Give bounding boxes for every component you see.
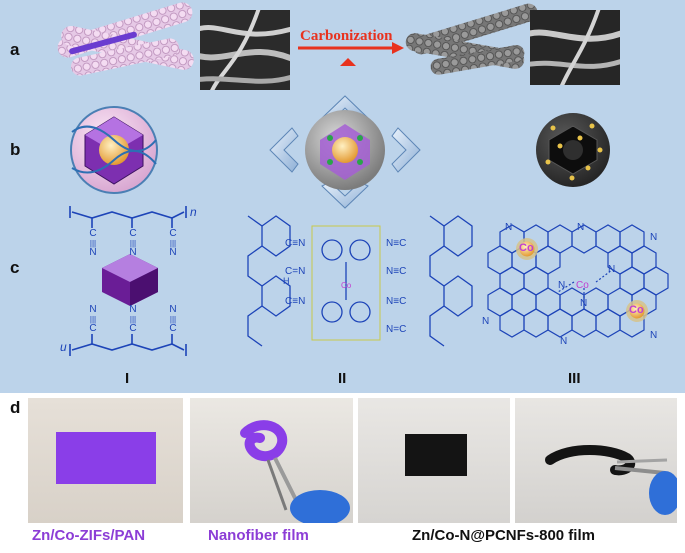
- nitrogen-atom: N: [169, 304, 177, 315]
- nitrile-link-right-3: N≡C: [386, 296, 407, 307]
- nitrogen-atom-edge-3: N: [650, 232, 658, 243]
- structure-label-I: I: [125, 370, 130, 387]
- cobalt-particle-top: [516, 238, 538, 260]
- nitrogen-atom-edge-2: N: [577, 222, 585, 233]
- nitrile-link-left-2: C≡N: [285, 296, 306, 307]
- imine-link-left: C=N: [285, 266, 306, 277]
- carbon-atom: C: [285, 296, 293, 307]
- purple-film-flat: [56, 432, 156, 484]
- pink-fiber-bundle: [57, 2, 194, 76]
- photo-nanofiber-film: [190, 398, 353, 523]
- carbon-atom: C: [399, 296, 407, 307]
- carbonized-fiber-bundle: [405, 3, 538, 75]
- nitrile-link-right-2: N≡C: [386, 266, 407, 277]
- carbon-atom: C: [129, 323, 137, 334]
- nitrogen-atom: N: [129, 247, 137, 258]
- nitrogen-atom-left: N: [558, 280, 566, 291]
- cobalt-atom-II: Co: [341, 281, 352, 290]
- nitrogen-atom: N: [129, 304, 137, 315]
- chevron-right-icon: [391, 127, 421, 173]
- carbon-atom: C: [399, 266, 407, 277]
- nitrile-link-right-1: N≡C: [386, 238, 407, 249]
- carbonization-arrowhead: [392, 42, 404, 54]
- panel-label-b: b: [10, 140, 21, 159]
- polymer-subscript-u: u: [60, 340, 67, 354]
- nitrogen-atom: N: [89, 247, 97, 258]
- cobalt-particle-label-top: Co: [519, 242, 534, 254]
- structure-II: [247, 215, 473, 347]
- cobalt-atom-III: Co: [576, 280, 589, 291]
- schematic-graphics: [57, 2, 669, 356]
- photo-carbon-film-flat: [358, 398, 510, 523]
- nitrogen-atom-edge-5: N: [560, 336, 568, 347]
- nitrile-bottom-1: N ||| C: [87, 305, 99, 334]
- nitrogen-atom-right: N: [608, 264, 616, 275]
- carbonized-sphere: [536, 113, 610, 187]
- carbon-atom: C: [285, 238, 293, 249]
- caption-nanofiber: Nanofiber film: [208, 527, 309, 544]
- carbon-atom: C: [89, 323, 97, 334]
- chevron-left-icon: [269, 127, 299, 173]
- nitrogen-atom: N: [386, 296, 394, 307]
- panel-label-d: d: [10, 398, 21, 417]
- nitrile-bottom-2: N ||| C: [127, 305, 139, 334]
- nitrogen-atom: N: [89, 304, 97, 315]
- nitrogen-atom-edge-4: N: [482, 316, 490, 327]
- zif-crystal-icon: [102, 254, 158, 306]
- carbonization-pointer: [340, 58, 356, 66]
- nitrogen-atom: N: [298, 266, 306, 277]
- carbon-atom: C: [169, 323, 177, 334]
- nitrogen-atom: N: [298, 238, 306, 249]
- carbon-atom: C: [129, 228, 137, 239]
- caption-carbon-film: Zn/Co-N@PCNFs-800 film: [412, 527, 595, 544]
- zif-pan-sphere: [70, 106, 158, 194]
- carbon-atom: C: [169, 228, 177, 239]
- nitrile-top-2: C ||| N: [127, 229, 139, 258]
- nitrogen-atom: N: [386, 238, 394, 249]
- nitrogen-atom: N: [386, 324, 394, 335]
- carbon-atom: C: [285, 266, 293, 277]
- black-film-flat: [405, 434, 467, 476]
- nitrile-bottom-3: N ||| C: [167, 305, 179, 334]
- cobalt-particle-label-bottom: Co: [629, 304, 644, 316]
- nitrogen-atom-bottom: N: [580, 298, 588, 309]
- nitrogen-atom: N: [169, 247, 177, 258]
- nitrile-top-1: C ||| N: [87, 229, 99, 258]
- nitrogen-atom-edge-6: N: [650, 330, 658, 341]
- caption-zif-pan: Zn/Co-ZIFs/PAN: [32, 527, 146, 544]
- imine-link-right: N=C: [386, 324, 407, 335]
- zif-core-sphere: [305, 110, 385, 190]
- nitrogen-atom-edge-1: N: [505, 222, 513, 233]
- sem-image-before: [200, 10, 290, 90]
- panel-label-a: a: [10, 40, 20, 59]
- carbon-atom: C: [89, 228, 97, 239]
- photo-zif-pan-film: [28, 398, 183, 523]
- polymer-subscript-n: n: [190, 205, 197, 219]
- carbon-atom: C: [399, 324, 407, 335]
- nitrile-top-3: C ||| N: [167, 229, 179, 258]
- nitrogen-atom: N: [386, 266, 394, 277]
- hydrogen-atom-left: H: [283, 276, 290, 286]
- cobalt-particle-bottom: [626, 300, 648, 322]
- structure-label-II: II: [338, 370, 347, 387]
- panel-label-c: c: [10, 258, 20, 277]
- structure-III: [487, 224, 669, 338]
- sem-image-after: [530, 10, 620, 85]
- photo-carbon-film-bent: [515, 398, 677, 523]
- nitrogen-atom: N: [298, 296, 306, 307]
- structure-label-III: III: [568, 370, 581, 387]
- carbon-atom: C: [399, 238, 407, 249]
- carbonization-label: Carbonization: [300, 28, 393, 44]
- structure-I: [69, 206, 187, 356]
- nitrile-link-left-1: C≡N: [285, 238, 306, 249]
